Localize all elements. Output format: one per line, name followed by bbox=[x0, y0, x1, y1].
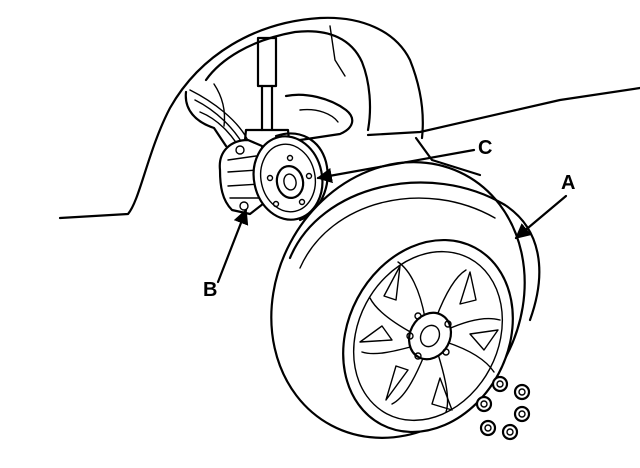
lug-nuts bbox=[475, 375, 531, 441]
wheel-and-tire bbox=[270, 161, 541, 439]
label-b: B bbox=[203, 279, 218, 301]
suspension-strut bbox=[184, 36, 354, 157]
arrow-c bbox=[316, 148, 476, 184]
arrow-b bbox=[216, 208, 249, 284]
arrow-a bbox=[514, 194, 568, 240]
label-c: C bbox=[478, 137, 493, 159]
label-a: A bbox=[561, 172, 576, 194]
vehicle-body-outline bbox=[58, 16, 640, 220]
